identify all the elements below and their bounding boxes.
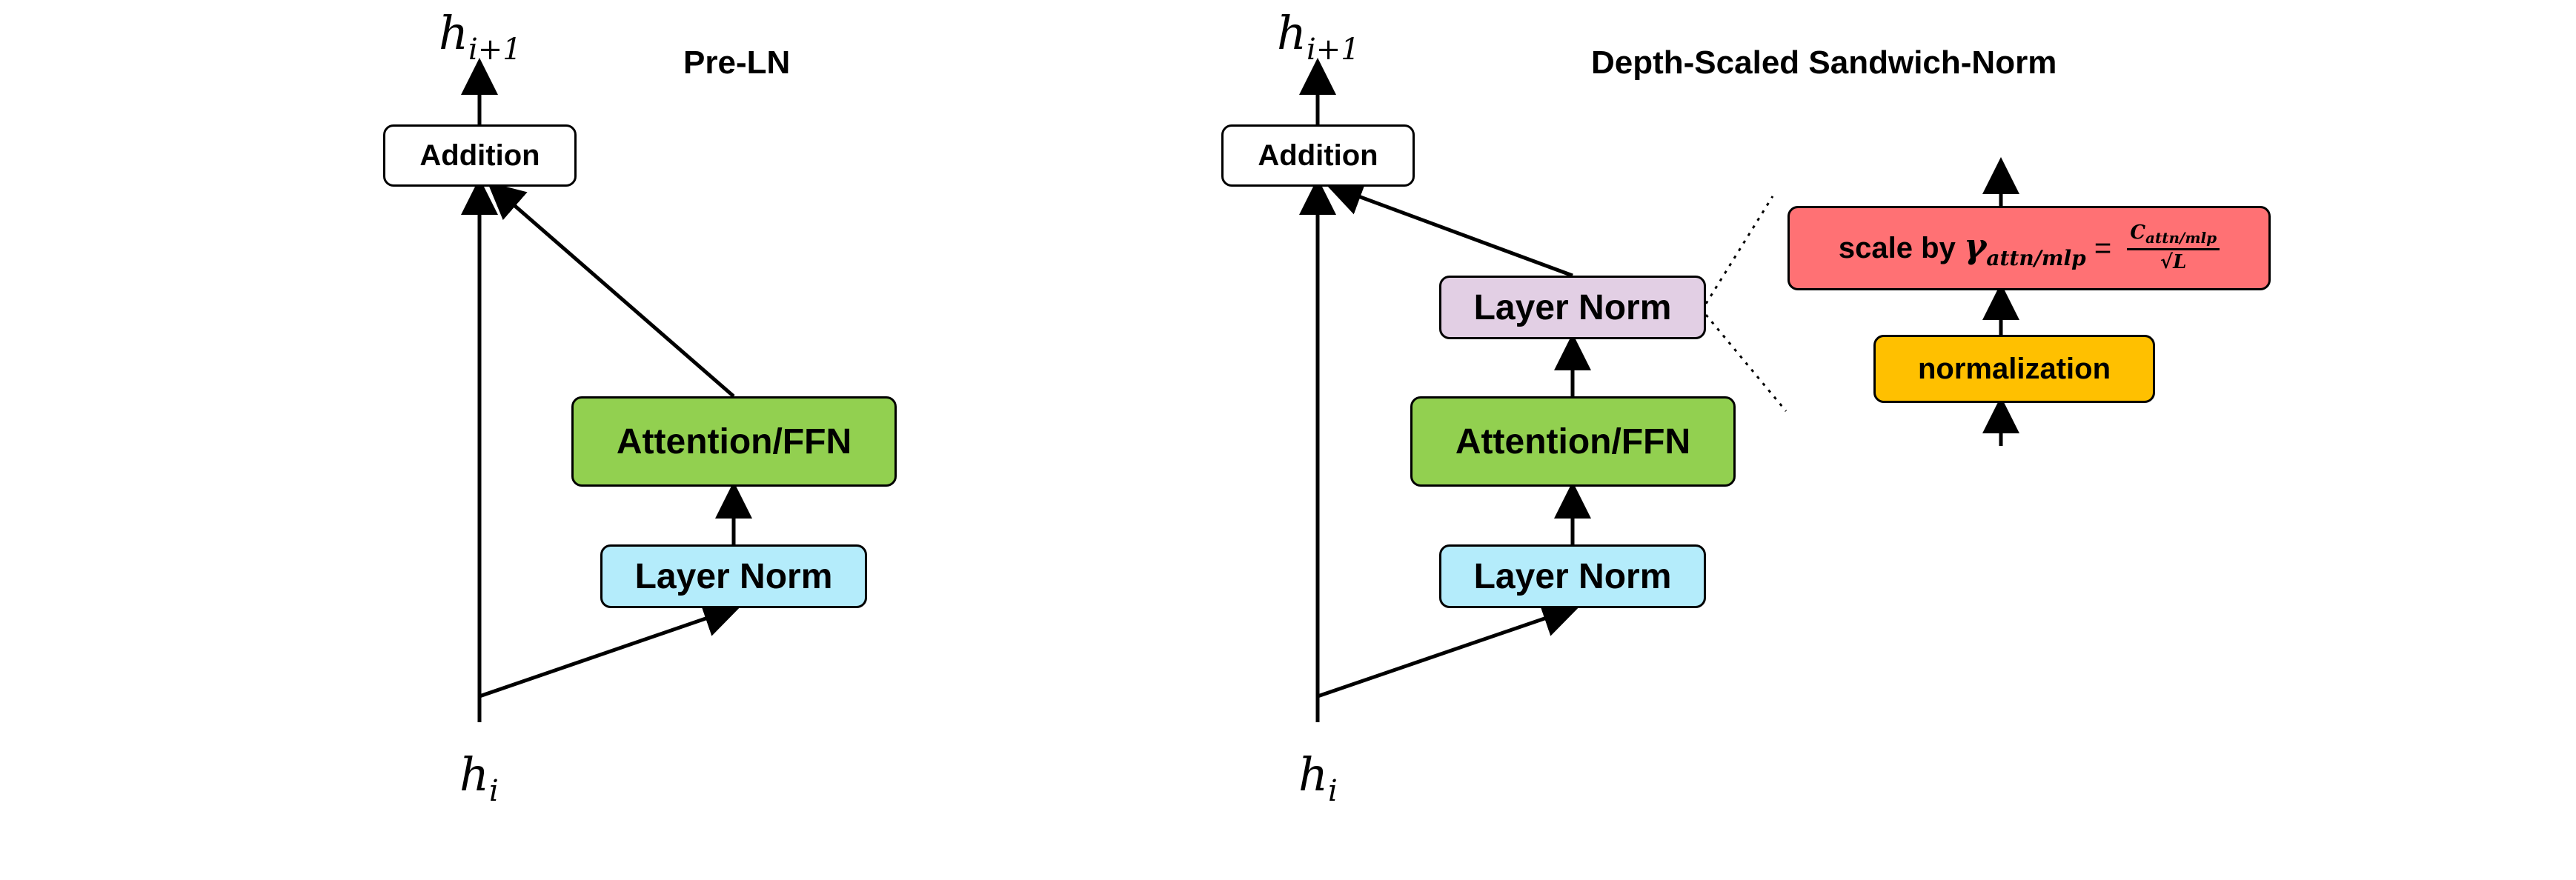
zoom-line-top xyxy=(1704,196,1774,304)
left-branch-arrow xyxy=(479,601,741,699)
right-branch-arrow xyxy=(1317,601,1580,699)
scale-box: scale by γattn/mlp = Cattn/mlp √L xyxy=(1787,206,2271,290)
scale-fraction: Cattn/mlp √L xyxy=(2127,221,2220,274)
left-attn-to-add-arrow xyxy=(487,181,735,398)
right-layer-norm-bottom-box: Layer Norm xyxy=(1439,544,1706,608)
fraction-numerator: Cattn/mlp xyxy=(2127,221,2220,251)
right-attention-ffn-box: Attention/FFN xyxy=(1410,396,1736,487)
numerator-sub: attn/mlp xyxy=(2145,229,2217,247)
left-input-label: hi xyxy=(459,752,499,808)
zoom-line-bottom xyxy=(1704,314,1787,412)
right-input-sub: i xyxy=(1327,774,1338,808)
normalization-box: normalization xyxy=(1873,335,2155,403)
left-title: Pre-LN xyxy=(683,44,791,81)
right-addition-box: Addition xyxy=(1221,124,1415,187)
right-input-label: hi xyxy=(1298,752,1338,808)
left-attention-ffn-box: Attention/FFN xyxy=(571,396,897,487)
left-output-sub: i+1 xyxy=(468,33,522,67)
scale-prefix: scale by xyxy=(1838,231,1964,264)
left-output-var: h xyxy=(439,6,468,60)
right-input-var: h xyxy=(1298,747,1328,801)
right-output-var: h xyxy=(1277,6,1307,60)
right-title: Depth-Scaled Sandwich-Norm xyxy=(1591,44,2057,81)
left-output-label: hi+1 xyxy=(439,10,522,67)
gamma-sub: attn/mlp xyxy=(1986,246,2086,271)
left-input-sub: i xyxy=(488,774,499,808)
right-output-label: hi+1 xyxy=(1277,10,1360,67)
right-output-sub: i+1 xyxy=(1306,33,1360,67)
fraction-denominator: √L xyxy=(2160,251,2187,274)
left-input-var: h xyxy=(459,747,489,801)
numerator-var: C xyxy=(2130,221,2146,244)
gamma-symbol: γattn/mlp xyxy=(1964,226,2086,270)
right-ln-to-add-arrow xyxy=(1325,179,1573,278)
equals-sign: = xyxy=(2085,231,2120,264)
left-layer-norm-box: Layer Norm xyxy=(600,544,867,608)
right-layer-norm-top-box: Layer Norm xyxy=(1439,276,1706,339)
left-addition-box: Addition xyxy=(383,124,577,187)
gamma-var: γ xyxy=(1963,225,1987,266)
